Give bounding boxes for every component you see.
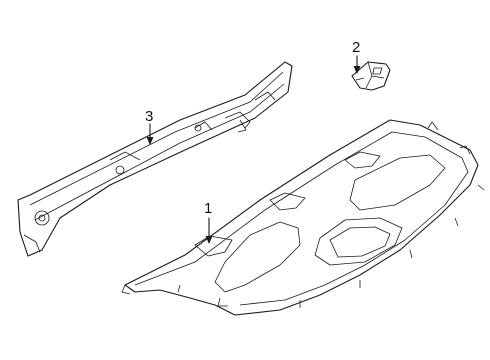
part-3-trim-strip bbox=[17, 61, 293, 257]
part-1-parcel-shelf bbox=[121, 119, 485, 316]
callout-3: 3 bbox=[145, 108, 153, 125]
leader-lines bbox=[146, 55, 361, 244]
callout-1: 1 bbox=[204, 200, 212, 217]
part-2-bracket bbox=[351, 61, 391, 91]
callout-2: 2 bbox=[352, 39, 360, 56]
